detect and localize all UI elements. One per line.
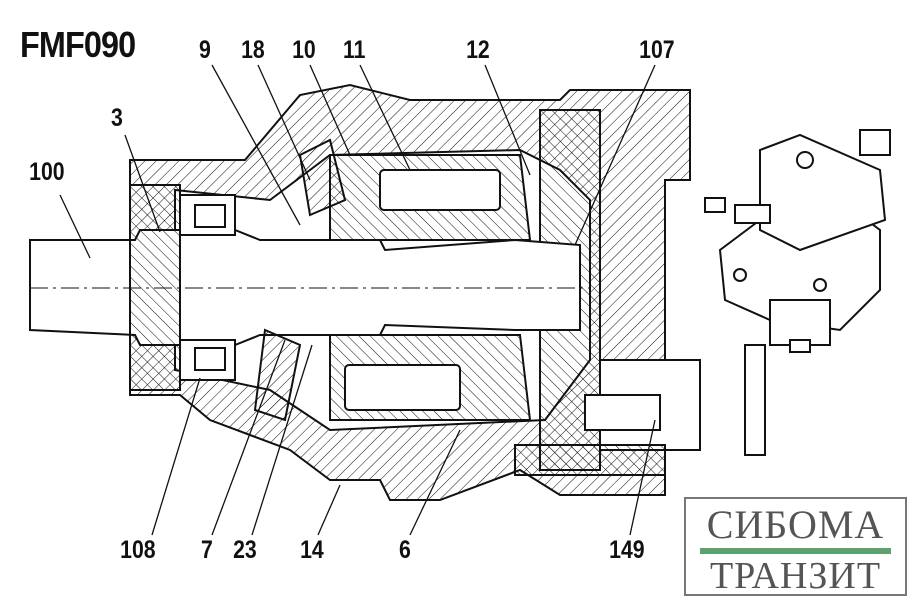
- callout-100: 100: [29, 158, 65, 186]
- callout-11: 11: [342, 36, 366, 64]
- pump-3d-view: [704, 129, 891, 353]
- callout-7: 7: [201, 536, 213, 564]
- piston-top: [379, 169, 501, 211]
- logo-line-2: ТРАНЗИТ: [709, 555, 882, 597]
- callout-23: 23: [233, 536, 257, 564]
- callout-18: 18: [241, 36, 265, 64]
- piston-bottom: [344, 364, 461, 411]
- model-title: FMF090: [20, 24, 136, 65]
- callout-6: 6: [399, 536, 411, 564]
- callout-3: 3: [111, 104, 123, 132]
- callout-9: 9: [199, 36, 211, 64]
- callout-14: 14: [300, 536, 324, 564]
- callout-149: 149: [609, 536, 645, 564]
- logo-divider: [700, 548, 891, 554]
- callout-107: 107: [639, 36, 675, 64]
- callout-10: 10: [292, 36, 316, 64]
- logo-line-1: СИБОМА: [706, 502, 885, 547]
- callout-108: 108: [120, 536, 156, 564]
- callout-12: 12: [466, 36, 490, 64]
- company-logo: СИБОМА ТРАНЗИТ: [684, 497, 907, 596]
